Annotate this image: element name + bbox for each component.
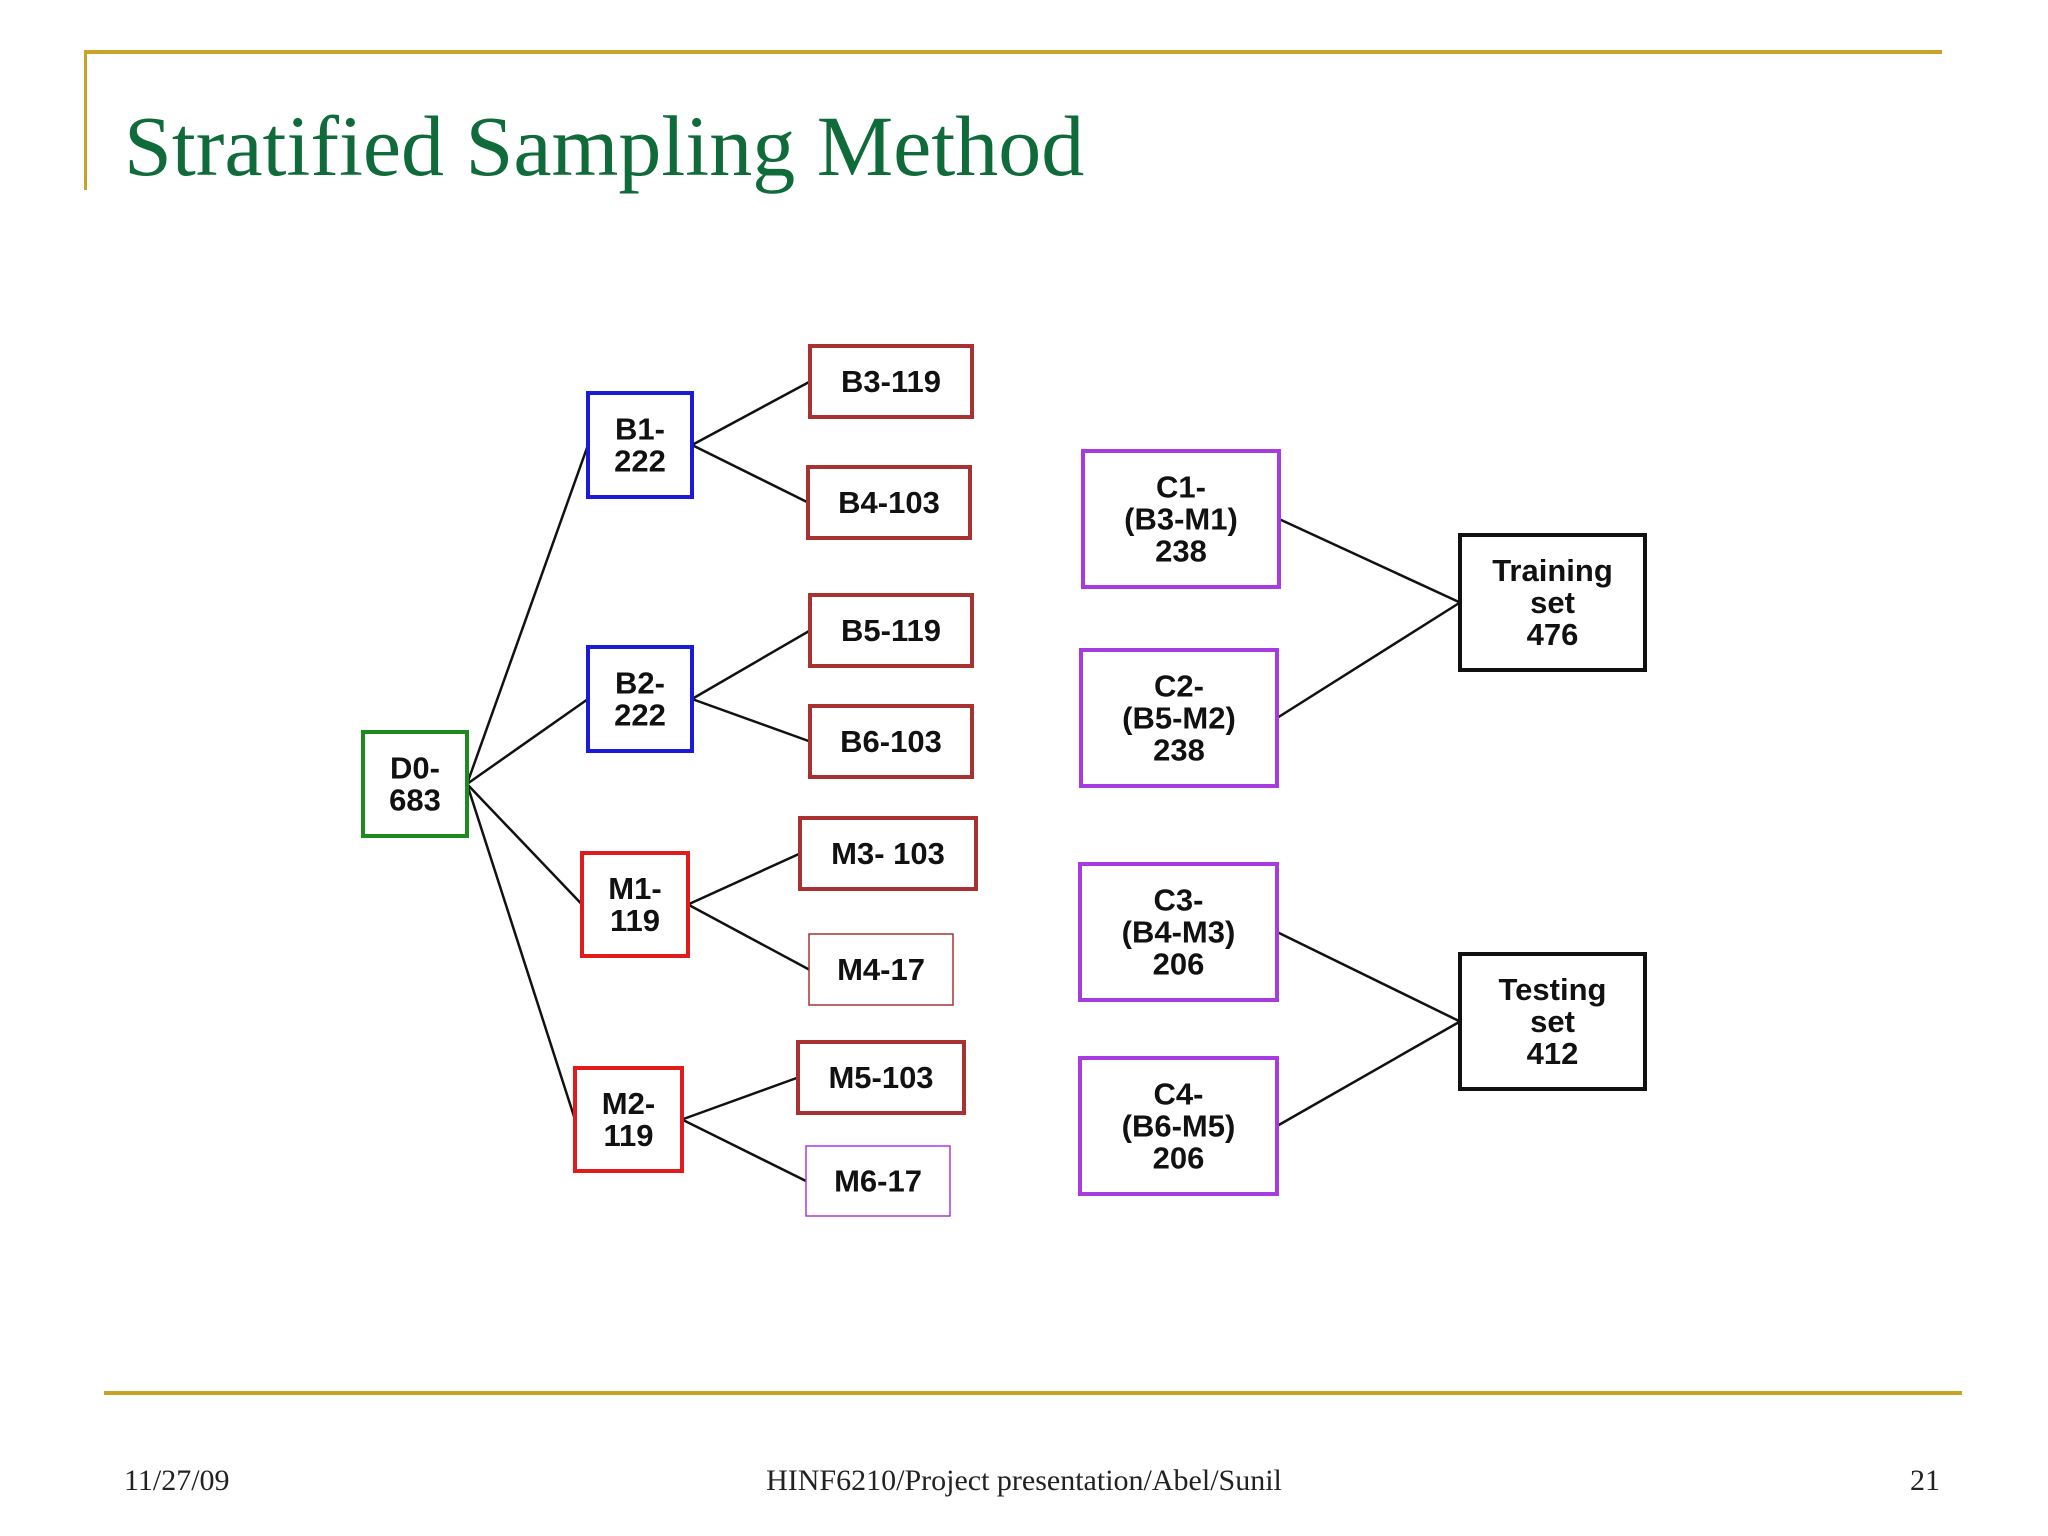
- node-d0: D0-683: [361, 730, 469, 838]
- node-box-c3: [1078, 862, 1279, 1002]
- edge-b2-to-b5: [691, 629, 811, 701]
- node-box-m3: [798, 816, 978, 891]
- node-label-b2-line-2: 222: [614, 698, 666, 733]
- node-box-m1: [580, 851, 690, 958]
- node-box-te: [1458, 952, 1647, 1091]
- footer-presentation-info: HINF6210/Project presentation/Abel/Sunil: [766, 1464, 1282, 1497]
- node-label-tr-line-2: set: [1530, 585, 1575, 620]
- node-b2: B2-222: [586, 645, 694, 753]
- node-box-b3: [808, 344, 974, 419]
- node-box-m4: [808, 933, 954, 1006]
- node-label-m2-line-1: M2-: [602, 1086, 655, 1121]
- node-label-c3-line-3: 206: [1153, 947, 1205, 982]
- node-box-b2: [586, 645, 694, 753]
- node-label-b5-line-1: B5-119: [841, 613, 941, 648]
- node-label-c2-line-3: 238: [1153, 733, 1205, 768]
- edge-b2-to-b6: [691, 697, 811, 743]
- node-box-m6: [805, 1145, 951, 1217]
- node-m2: M2-119: [573, 1066, 684, 1173]
- node-label-b1-line-2: 222: [614, 444, 666, 479]
- node-b4: B4-103: [806, 465, 972, 540]
- node-label-m4-line-1: M4-17: [837, 952, 925, 987]
- footer-date: 11/27/09: [124, 1464, 230, 1497]
- node-label-tr-line-1: Training: [1492, 553, 1613, 588]
- node-box-tr: [1458, 533, 1647, 672]
- node-label-m6-line-1: M6-17: [834, 1164, 922, 1199]
- node-label-c4-line-1: C4-: [1154, 1077, 1204, 1112]
- node-m1: M1-119: [580, 851, 690, 958]
- node-box-b4: [806, 465, 972, 540]
- node-label-b4-line-1: B4-103: [838, 485, 940, 520]
- left-rule: [84, 50, 87, 190]
- node-label-b6-line-1: B6-103: [840, 724, 942, 759]
- node-m5: M5-103: [796, 1040, 966, 1115]
- node-label-m1-line-1: M1-: [608, 871, 661, 906]
- node-m4: M4-17: [808, 933, 954, 1006]
- node-box-m2: [573, 1066, 684, 1173]
- node-c4: C4-(B6-M5)206: [1078, 1056, 1279, 1196]
- node-label-m5-line-1: M5-103: [828, 1060, 933, 1095]
- node-label-d0-line-2: 683: [389, 783, 441, 818]
- edge-m2-to-m5: [681, 1076, 799, 1121]
- node-box-c4: [1078, 1056, 1279, 1196]
- edge-d0-to-m2: [465, 783, 577, 1120]
- edge-c3-to-te: [1276, 930, 1461, 1023]
- node-label-tr-line-3: 476: [1527, 617, 1579, 652]
- edge-m1-to-m3: [687, 852, 801, 906]
- node-box-b5: [808, 593, 974, 668]
- node-label-te-line-3: 412: [1527, 1036, 1579, 1071]
- node-label-te-line-2: set: [1530, 1004, 1575, 1039]
- node-label-b2-line-1: B2-: [615, 666, 665, 701]
- node-label-m3-line-1: M3- 103: [831, 836, 945, 871]
- node-label-c2-line-2: (B5-M2): [1122, 701, 1236, 736]
- node-box-d0: [361, 730, 469, 838]
- node-c1: C1-(B3-M1)238: [1081, 449, 1281, 589]
- edge-c2-to-tr: [1276, 601, 1461, 720]
- node-box-b1: [586, 391, 694, 499]
- bottom-rule: [104, 1391, 1962, 1395]
- node-box-b6: [808, 704, 974, 779]
- node-label-c3-line-2: (B4-M3): [1122, 915, 1236, 950]
- node-label-c2-line-1: C2-: [1154, 669, 1204, 704]
- node-m3: M3- 103: [798, 816, 978, 891]
- top-rule: [84, 50, 1942, 54]
- node-label-c1-line-1: C1-: [1156, 470, 1206, 505]
- edge-d0-to-b1: [465, 444, 590, 785]
- node-label-c1-line-2: (B3-M1): [1124, 502, 1238, 537]
- footer-page-number: 21: [1910, 1464, 1940, 1497]
- slide-title: Stratified Sampling Method: [124, 98, 1085, 194]
- node-label-m1-line-2: 119: [610, 903, 660, 938]
- edge-d0-to-m1: [466, 783, 583, 906]
- node-label-c4-line-2: (B6-M5): [1122, 1109, 1236, 1144]
- edge-d0-to-b2: [466, 697, 589, 786]
- node-m6: M6-17: [805, 1145, 951, 1217]
- edge-b1-to-b3: [691, 380, 811, 447]
- edge-b1-to-b4: [691, 443, 809, 504]
- node-c3: C3-(B4-M3)206: [1078, 862, 1279, 1002]
- node-b1: B1-222: [586, 391, 694, 499]
- node-c2: C2-(B5-M2)238: [1079, 648, 1279, 788]
- node-b3: B3-119: [808, 344, 974, 419]
- node-label-m2-line-2: 119: [603, 1118, 653, 1153]
- node-label-te-line-1: Testing: [1499, 972, 1607, 1007]
- edge-c4-to-te: [1276, 1020, 1461, 1128]
- edge-m1-to-m4: [687, 903, 810, 971]
- node-b6: B6-103: [808, 704, 974, 779]
- node-box-m5: [796, 1040, 966, 1115]
- node-label-b1-line-1: B1-: [615, 412, 665, 447]
- edge-m2-to-m6: [681, 1118, 807, 1183]
- edge-c1-to-tr: [1278, 517, 1461, 604]
- node-label-c3-line-1: C3-: [1154, 883, 1204, 918]
- node-box-c1: [1081, 449, 1281, 589]
- node-label-d0-line-1: D0-: [390, 751, 440, 786]
- node-b5: B5-119: [808, 593, 974, 668]
- node-label-c4-line-3: 206: [1153, 1141, 1205, 1176]
- node-box-c2: [1079, 648, 1279, 788]
- node-label-c1-line-3: 238: [1155, 534, 1207, 569]
- node-label-b3-line-1: B3-119: [841, 364, 941, 399]
